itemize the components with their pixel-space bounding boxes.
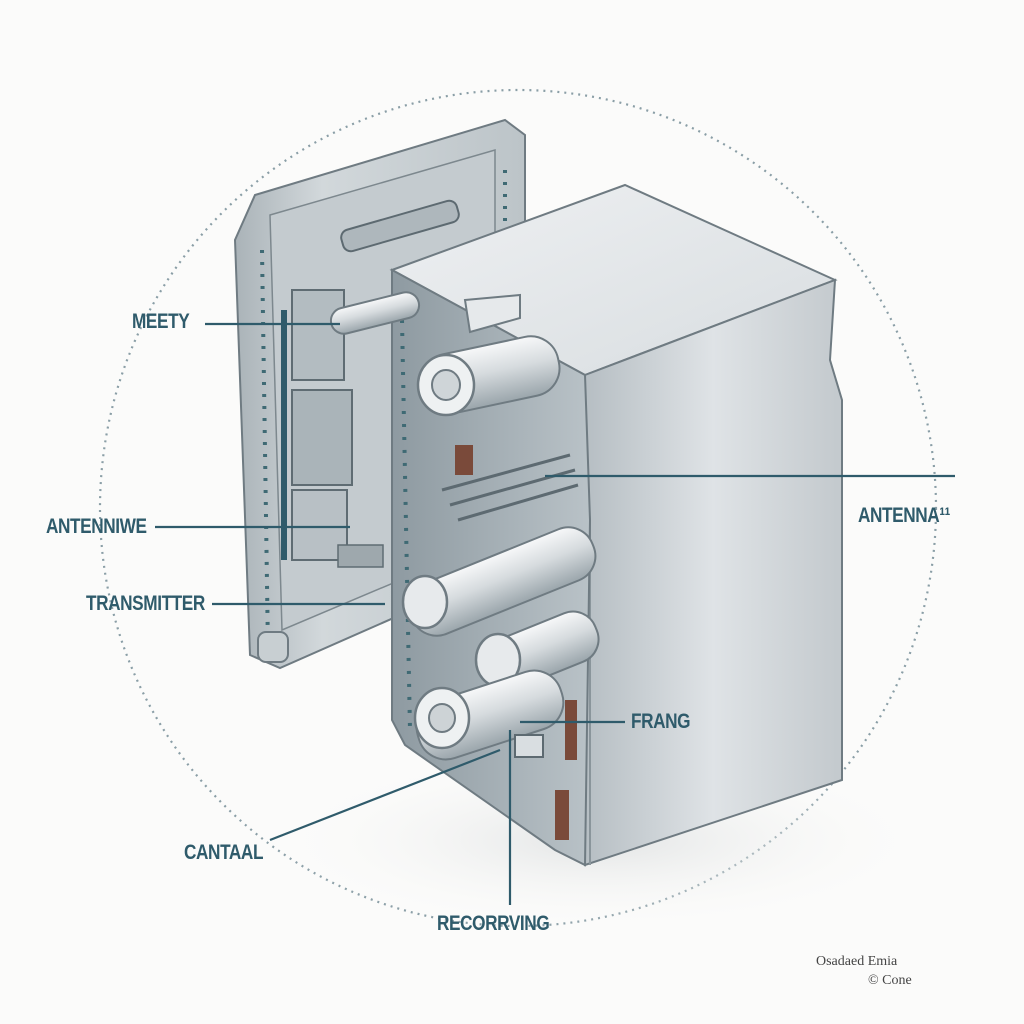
label-transmitter: TRANSMITTER — [86, 592, 205, 615]
label-frang: FRANG — [631, 710, 691, 733]
main-housing — [329, 183, 843, 867]
credit-line-1: Osadaed Emia — [816, 954, 898, 969]
dotted-boundary-circle — [98, 88, 938, 928]
label-antennae-left: ANTENNIWE — [46, 515, 147, 538]
leader-cantaal — [269, 748, 501, 842]
credit-line-2: © Cone — [868, 973, 912, 988]
label-cantaal: CANTAAL — [184, 841, 264, 864]
leader-lines — [155, 322, 955, 905]
label-reception: RECORRVING — [437, 912, 550, 935]
label-antenna-right: ANTENNA¹¹ — [858, 504, 950, 527]
label-meety: MEETY — [132, 310, 190, 333]
